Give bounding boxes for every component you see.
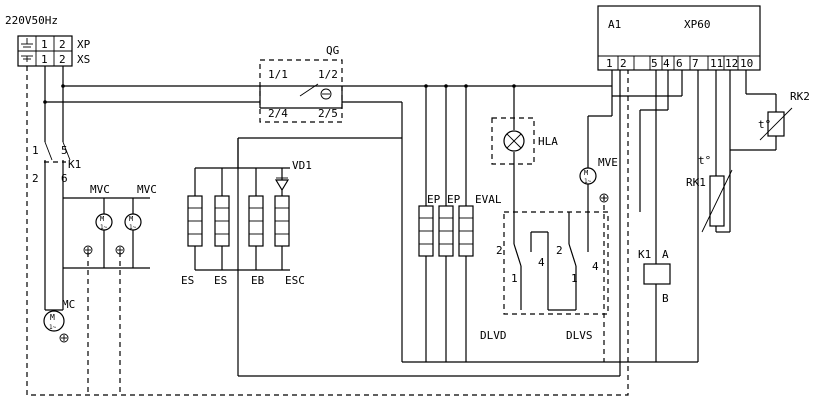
plug-label: XP — [77, 38, 91, 51]
controller-pin-1: 1 — [606, 57, 613, 70]
svg-text:M: M — [584, 169, 588, 177]
compressor-motor-icon: M 1~ — [43, 310, 65, 332]
switch-contact-4: 4 — [538, 256, 545, 269]
controller-pin-6: 6 — [676, 57, 683, 70]
socket-pin-1: 1 — [41, 53, 48, 66]
socket-label: XS — [77, 53, 90, 66]
fan-mvc1-label: MVC — [90, 183, 110, 196]
heater-ep2-label: EP — [447, 193, 461, 206]
contactor-terminal-5: 5 — [61, 144, 68, 157]
heater-ep1-label: EP — [427, 193, 441, 206]
relay-coil-k1: K1 A B — [638, 234, 671, 362]
probe-rk1 — [701, 169, 733, 233]
probe-rk2-temp-symbol: t° — [758, 118, 771, 131]
heater-es1-label: ES — [181, 274, 194, 287]
power-supply: 220V50Hz 1 2 1 2 XP XS — [5, 14, 91, 67]
lamp-hla: HLA — [491, 86, 558, 212]
bus-wiring — [26, 66, 698, 396]
heater-esc-label: ESC — [285, 274, 305, 287]
controller-a1: A1 XP60 1 2 5 4 6 7 11 12 10 — [597, 5, 761, 362]
breaker-terminal-24: 2/4 — [268, 107, 288, 120]
probe-rk2 — [759, 107, 793, 141]
heater-eb — [248, 195, 264, 247]
controller-label: A1 — [608, 18, 621, 31]
defrost-heaters: VD1 ES ES EB ESC — [181, 137, 402, 287]
svg-text:M: M — [100, 215, 104, 223]
contactor-terminal-6: 6 — [61, 172, 68, 185]
contactor-terminal-2: 2 — [32, 172, 39, 185]
probe-rk1-label: RK1 — [686, 176, 706, 189]
compressor-mc: MC M 1~ — [43, 268, 75, 343]
door-switches: 2 4 1 2 4 1 DLVD DLVS — [480, 115, 612, 342]
earth-symbol — [21, 38, 33, 62]
earth-terminal-icon — [115, 245, 125, 255]
switch-dlvs-label: DLVS — [566, 329, 593, 342]
heater-eval-label: EVAL — [475, 193, 502, 206]
controller-pin-7: 7 — [692, 57, 699, 70]
contactor-k1: 1 5 K1 2 6 — [32, 141, 81, 310]
controller-pin-12: 12 — [725, 57, 738, 70]
earth-terminal-icon — [83, 245, 93, 255]
heater-esc — [274, 195, 290, 247]
heater-ep1 — [418, 205, 434, 257]
compressor-label: MC — [62, 298, 75, 311]
evaporator-fan-mve: MVE M 1~ — [579, 156, 618, 362]
controller-pin-2: 2 — [620, 57, 627, 70]
switch-dlvd-label: DLVD — [480, 329, 507, 342]
svg-text:M: M — [50, 313, 55, 322]
condenser-fans: MVC MVC M 1~ M 1~ — [63, 183, 157, 395]
breaker-label: QG — [326, 44, 339, 57]
heater-ep2 — [438, 205, 454, 257]
controller-pin-11: 11 — [710, 57, 723, 70]
breaker-terminal-12: 1/2 — [318, 68, 338, 81]
probe-rk2-label: RK2 — [790, 90, 810, 103]
switch-contact-2: 2 — [496, 244, 503, 257]
switch-contact-4: 4 — [592, 260, 599, 273]
controller-connector-label: XP60 — [684, 18, 711, 31]
switch-contact-1: 1 — [511, 272, 518, 285]
socket-pin-2: 2 — [59, 53, 66, 66]
switch-contact-1: 1 — [571, 272, 578, 285]
probe-rk1-temp-symbol: t° — [698, 154, 711, 167]
svg-text:M: M — [129, 215, 133, 223]
controller-pin-10: 10 — [740, 57, 753, 70]
fan-mvc2-label: MVC — [137, 183, 157, 196]
earth-terminal-icon — [59, 333, 69, 343]
svg-text:1~: 1~ — [129, 224, 137, 231]
fan-motor-icon: M 1~ — [95, 213, 113, 231]
supply-label: 220V50Hz — [5, 14, 58, 27]
circuit-breaker-qg: QG 1/1 1/2 2/4 2/5 — [259, 44, 343, 123]
heater-eb-label: EB — [251, 274, 265, 287]
heater-es2 — [214, 195, 230, 247]
temperature-probes: RK2 t° RK1 t° — [686, 70, 810, 233]
fan-motor-icon: M 1~ — [124, 213, 142, 231]
switch-contact-2: 2 — [556, 244, 563, 257]
svg-text:1~: 1~ — [584, 178, 592, 185]
heater-es2-label: ES — [214, 274, 227, 287]
plug-pin-2: 2 — [59, 38, 66, 51]
breaker-terminal-25: 2/5 — [318, 107, 338, 120]
heater-eval — [458, 205, 474, 257]
lamp-label: HLA — [538, 135, 558, 148]
svg-text:1~: 1~ — [100, 224, 108, 231]
controller-pin-4: 4 — [663, 57, 670, 70]
earth-terminal-icon — [599, 193, 609, 203]
controller-pin-5: 5 — [651, 57, 658, 70]
lamp-icon — [503, 130, 525, 152]
svg-text:1~: 1~ — [49, 324, 57, 331]
fan-mve-label: MVE — [598, 156, 618, 169]
contactor-terminal-1: 1 — [32, 144, 39, 157]
contactor-label: K1 — [68, 158, 81, 171]
relay-label: K1 — [638, 248, 651, 261]
fan-motor-icon: M 1~ — [579, 167, 597, 185]
plug-pin-1: 1 — [41, 38, 48, 51]
heater-es1 — [187, 195, 203, 247]
relay-terminal-a: A — [662, 248, 669, 261]
evaporator-heaters: EP EP EVAL — [418, 86, 502, 362]
relay-terminal-b: B — [662, 292, 669, 305]
diode-vd1-icon — [274, 177, 290, 192]
diode-label: VD1 — [292, 159, 312, 172]
breaker-terminal-11: 1/1 — [268, 68, 288, 81]
